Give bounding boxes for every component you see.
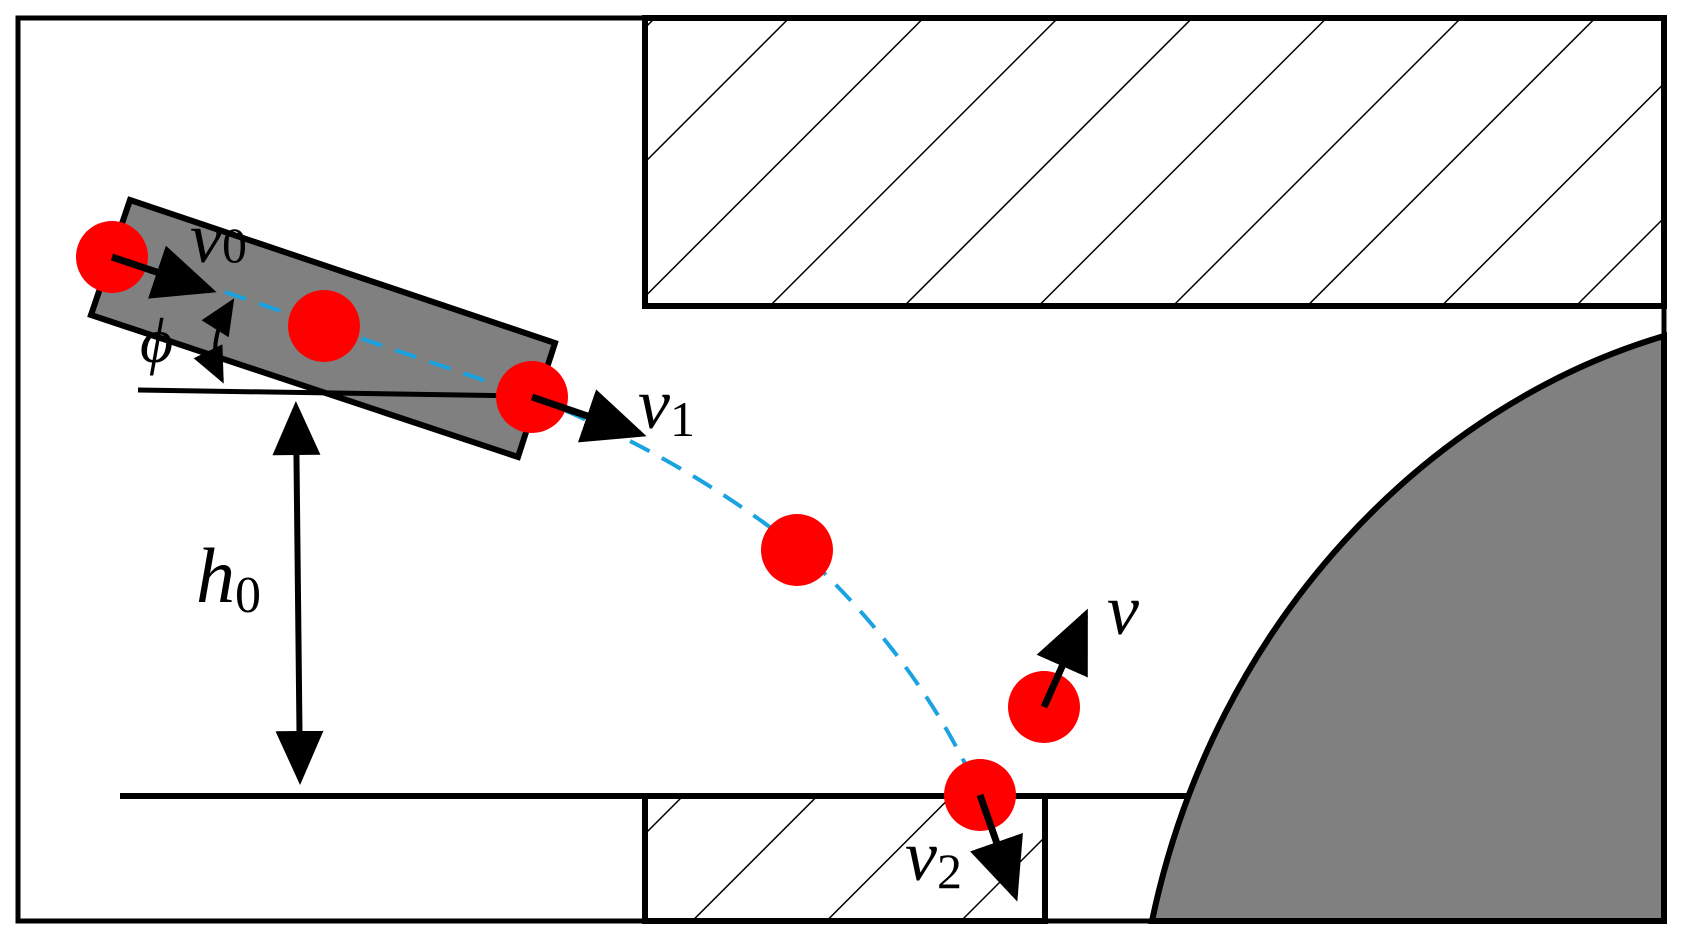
label-v1: v1 [638,364,695,447]
v1-arrow [530,389,647,443]
label-h0: h0 [196,532,261,624]
reference-line [137,387,526,399]
label-v2: v2 [905,816,962,899]
v2-arrow [970,793,1023,902]
upper-hatched-wall [642,15,1667,309]
label-v: v [1107,570,1139,650]
particle-2 [288,290,360,362]
label-v0: v0 [190,198,247,278]
v0-arrow [110,245,217,299]
phi-angle-arc [193,298,235,384]
h0-dimension-arrow [272,401,324,785]
label-phi: ϕ [140,305,173,376]
gray-rotor [1148,331,1667,924]
v-arrow [1036,608,1089,709]
particle-4 [761,514,833,586]
